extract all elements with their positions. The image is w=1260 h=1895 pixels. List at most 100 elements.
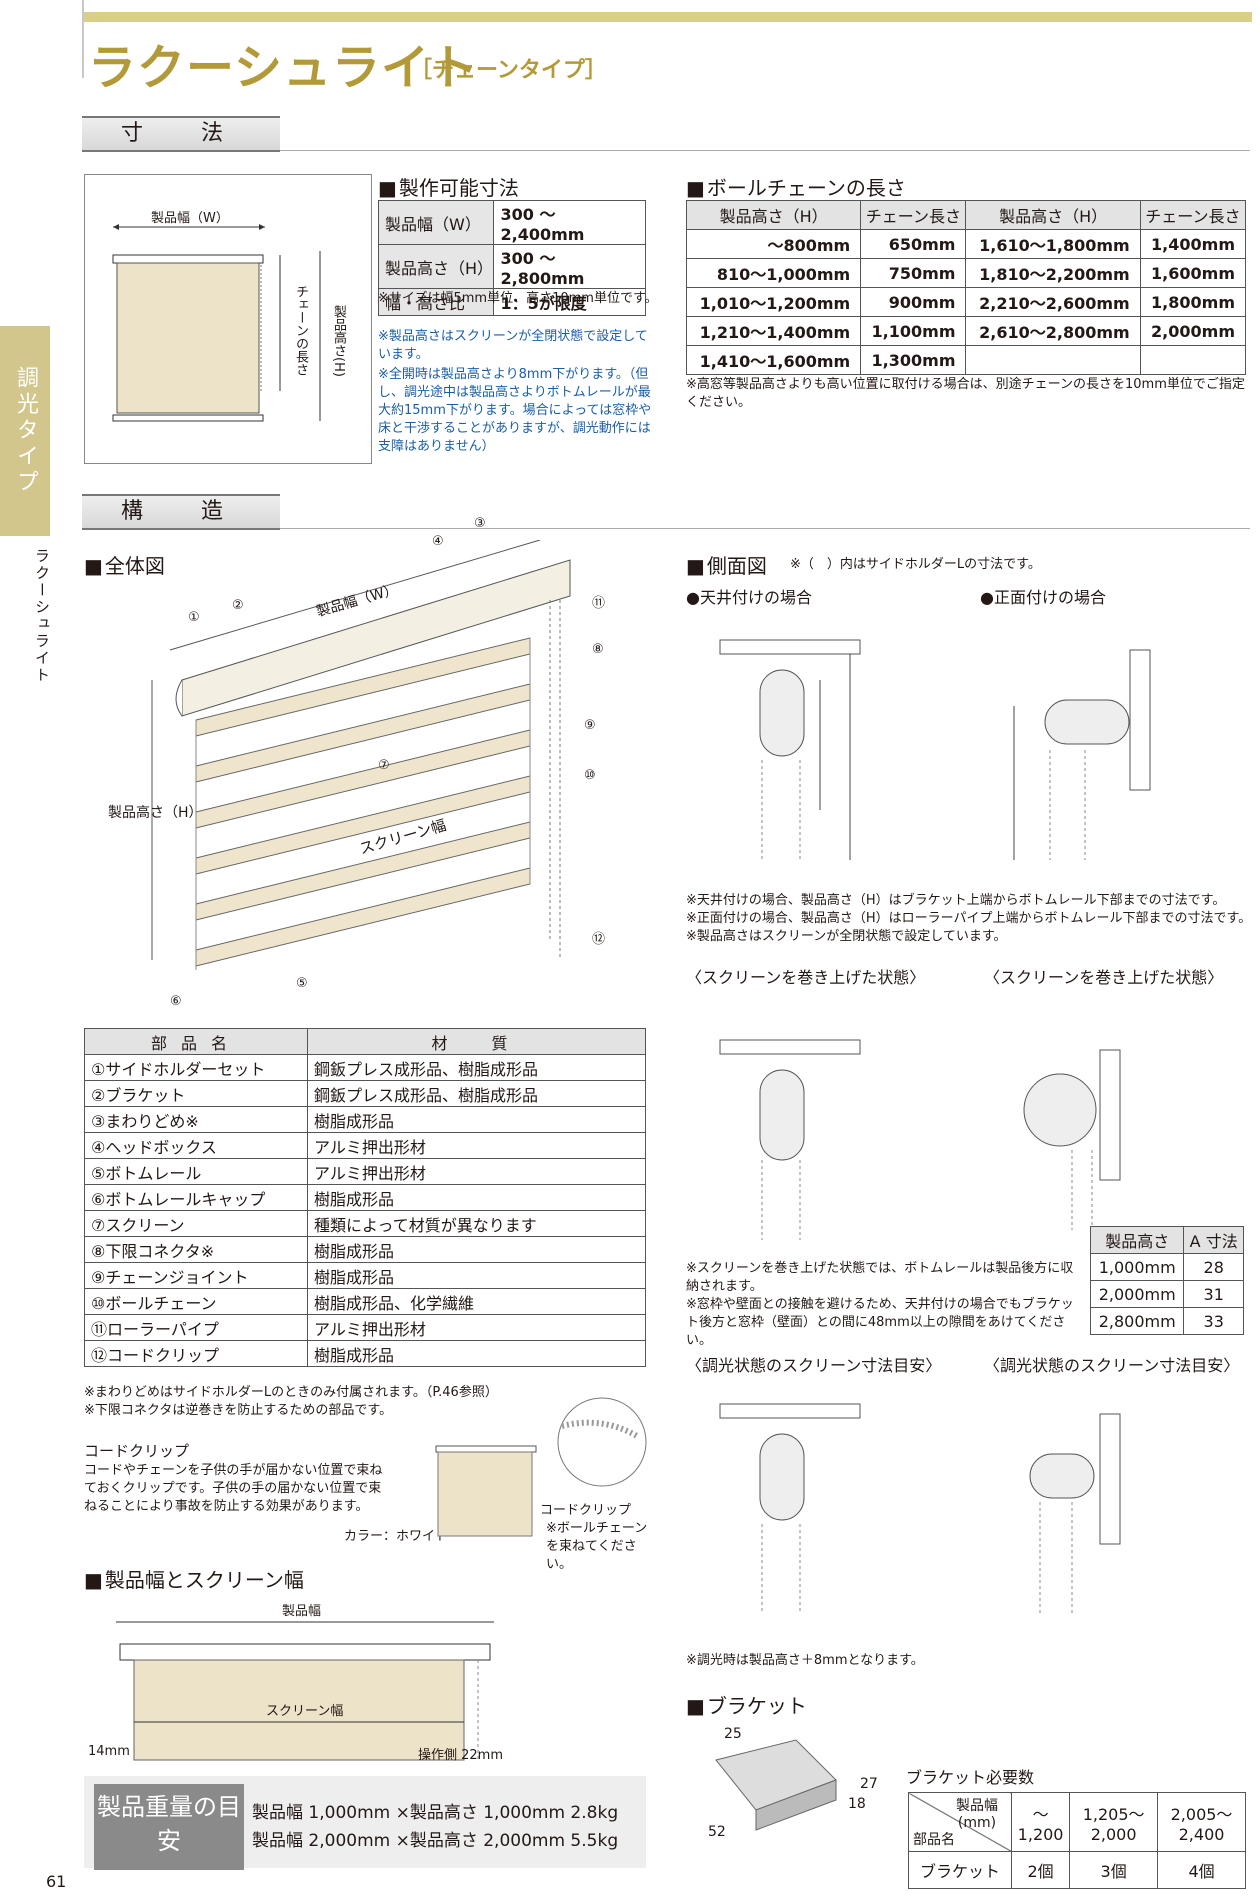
part-number: ⑥	[170, 994, 182, 1009]
chain-header: 製品高さ（H）	[685, 200, 862, 230]
part-name: ②ブラケット	[84, 1080, 308, 1107]
side-note-2: ※正面付けの場合、製品高さ（H）はローラーパイプ上端からボトムレール下部までの寸…	[686, 911, 1252, 926]
a-table-cell: 1,000mm	[1089, 1253, 1185, 1281]
rolled-title-front: 〈スクリーンを巻き上げた状態〉	[984, 968, 1224, 987]
front-mount-label: ●正面付けの場合	[980, 588, 1106, 607]
chain-cell: 1,400mm	[1139, 229, 1247, 259]
part-material: アルミ押出形材	[307, 1314, 646, 1341]
part-material: アルミ押出形材	[307, 1158, 646, 1185]
dim-title-front: 〈調光状態のスクリーン寸法目安〉	[984, 1356, 1240, 1375]
spec-value: 300 ～ 2,400mm	[493, 200, 646, 245]
part-material: 樹脂成形品	[307, 1106, 646, 1133]
spec-note-3: ※全開時は製品高さより8mm下がります。（但し、調光途中は製品高さよりボトムレー…	[378, 367, 652, 454]
section-structure: 構 造	[82, 494, 280, 530]
spec-key: 製品高さ（H）	[377, 244, 495, 289]
spec-table: 製品幅（W）300 ～ 2,400mm 製品高さ（H）300 ～ 2,800mm…	[377, 200, 646, 316]
chain-cell: 750mm	[860, 258, 967, 288]
bracket-drawing	[715, 1739, 837, 1831]
chain-cell: 650mm	[860, 229, 967, 259]
chain-header: チェーン長さ	[1139, 200, 1247, 230]
screen-width-value-label: スクリーン幅	[266, 1704, 344, 1719]
header-divider	[82, 0, 84, 78]
chain-cell: 1,600mm	[1139, 258, 1247, 288]
section-rule	[280, 150, 1250, 151]
overall-height-label: 製品高さ（H）	[108, 805, 203, 821]
screen-width-heading: 製品幅とスクリーン幅	[84, 1564, 304, 1593]
a-table-cell: 2,000mm	[1089, 1280, 1185, 1308]
bracket-row-label: ブラケット	[908, 1851, 1012, 1889]
spec-key: 製品幅（W）	[377, 200, 495, 245]
chain-cell: 1,610～1,800mm	[965, 229, 1141, 259]
chain-cell: 1,100mm	[860, 316, 967, 346]
weight-line-2: 製品幅 2,000mm ×製品高さ 2,000mm 5.5kg	[252, 1831, 619, 1851]
part-number: ⑨	[584, 718, 596, 733]
right-margin-label: 操作側 22mm	[418, 1748, 504, 1763]
spec-value: 300 ～ 2,800mm	[493, 244, 646, 289]
rolled-note-2: ※窓枠や壁面との接触を避けるため、天井付けの場合でもブラケット後方と窓枠（壁面）…	[686, 1297, 1074, 1348]
dimension-drawing	[112, 224, 321, 422]
spec-heading: 製作可能寸法	[378, 172, 519, 201]
clip-description: コードやチェーンを子供の手が届かない位置で束ねておくクリップです。子供の手の届か…	[84, 1463, 383, 1514]
parts-header: 材 質	[307, 1028, 646, 1055]
chain-cell: 810～1,000mm	[685, 258, 862, 288]
bracket-count: 3個	[1069, 1851, 1159, 1889]
clip-drawing	[435, 1397, 647, 1537]
part-name: ③まわりどめ※	[84, 1106, 308, 1133]
spec-key: 幅・高さ比	[377, 288, 495, 316]
side-heading-note: ※（ ）内はサイドホルダーLの寸法です。	[790, 557, 1041, 572]
part-number: ⑧	[592, 642, 604, 657]
parts-note-2: ※下限コネクタは逆巻きを防止するための部品です。	[84, 1403, 393, 1418]
bracket-col: 2,005～ 2,400	[1157, 1792, 1246, 1852]
a-table-header: A 寸法	[1183, 1226, 1244, 1254]
a-table-header: 製品高さ	[1089, 1226, 1185, 1254]
part-name: ⑫コードクリップ	[84, 1340, 308, 1367]
rolled-title-ceiling: 〈スクリーンを巻き上げた状態〉	[686, 968, 926, 987]
bracket-count: 4個	[1157, 1851, 1246, 1889]
a-table-cell: 31	[1183, 1280, 1244, 1308]
chain-cell: 1,810～2,200mm	[965, 258, 1141, 288]
overall-heading: 全体図	[84, 550, 165, 579]
bracket-dim: 27	[860, 1776, 878, 1792]
a-table-cell: 2,800mm	[1089, 1307, 1185, 1335]
side-tab: 調光タイプ	[0, 326, 50, 536]
chain-cell: 1,210～1,400mm	[685, 316, 862, 346]
part-material: 種類によって材質が異なります	[307, 1210, 646, 1237]
part-number: ④	[432, 534, 444, 549]
chain-cell: 1,800mm	[1139, 287, 1247, 317]
screen-width-drawing	[116, 1621, 494, 1761]
chain-cell: 1,300mm	[860, 345, 967, 375]
part-number: ⑦	[378, 758, 390, 773]
parts-header: 部品名	[84, 1028, 308, 1055]
chain-heading: ボールチェーンの長さ	[686, 172, 906, 201]
part-number: ⑪	[592, 596, 606, 611]
bracket-dim: 52	[708, 1824, 726, 1840]
part-name: ⑪ローラーパイプ	[84, 1314, 308, 1341]
overall-drawing	[151, 540, 571, 970]
part-number: ⑤	[296, 976, 308, 991]
part-name: ⑩ボールチェーン	[84, 1288, 308, 1315]
bracket-req-title: ブラケット必要数	[906, 1768, 1035, 1787]
bracket-dim: 18	[848, 1796, 866, 1812]
page-number: 61	[46, 1872, 67, 1891]
dim-note: ※調光時は製品高さ＋8mmとなります。	[686, 1653, 924, 1668]
rolled-note-1: ※スクリーンを巻き上げた状態では、ボトムレールは製品後方に収納されます。	[686, 1261, 1074, 1294]
part-number: ③	[474, 516, 486, 531]
bracket-count: 2個	[1010, 1851, 1071, 1889]
spec-note-2: ※製品高さはスクリーンが全閉状態で設定しています。	[378, 329, 648, 362]
clip-label: コードクリップ	[540, 1503, 632, 1518]
clip-color: カラー：ホワイト	[344, 1529, 449, 1544]
chain-note: ※高窓等製品高さよりも高い位置に取付ける場合は、別途チェーンの長さを10mm単位…	[686, 377, 1245, 410]
part-number: ⑩	[584, 768, 596, 783]
part-name: ⑧下限コネクタ※	[84, 1236, 308, 1263]
side-note-3: ※製品高さはスクリーンが全閉状態で設定しています。	[686, 929, 1007, 944]
part-number: ⑫	[592, 932, 606, 947]
clip-label-note: ※ボールチェーンを束ねてください。	[546, 1521, 648, 1572]
part-material: 鋼鈑プレス成形品、樹脂成形品	[307, 1054, 646, 1081]
bracket-col: 1,205～ 2,000	[1069, 1792, 1159, 1852]
part-material: 樹脂成形品、化学繊維	[307, 1288, 646, 1315]
chain-cell: ～800mm	[685, 229, 862, 259]
bracket-corner-cell: 製品幅 (mm) 部品名	[908, 1792, 1012, 1852]
spec-value: 1：5が限度	[493, 288, 646, 316]
left-margin-label: 14mm	[88, 1744, 130, 1759]
